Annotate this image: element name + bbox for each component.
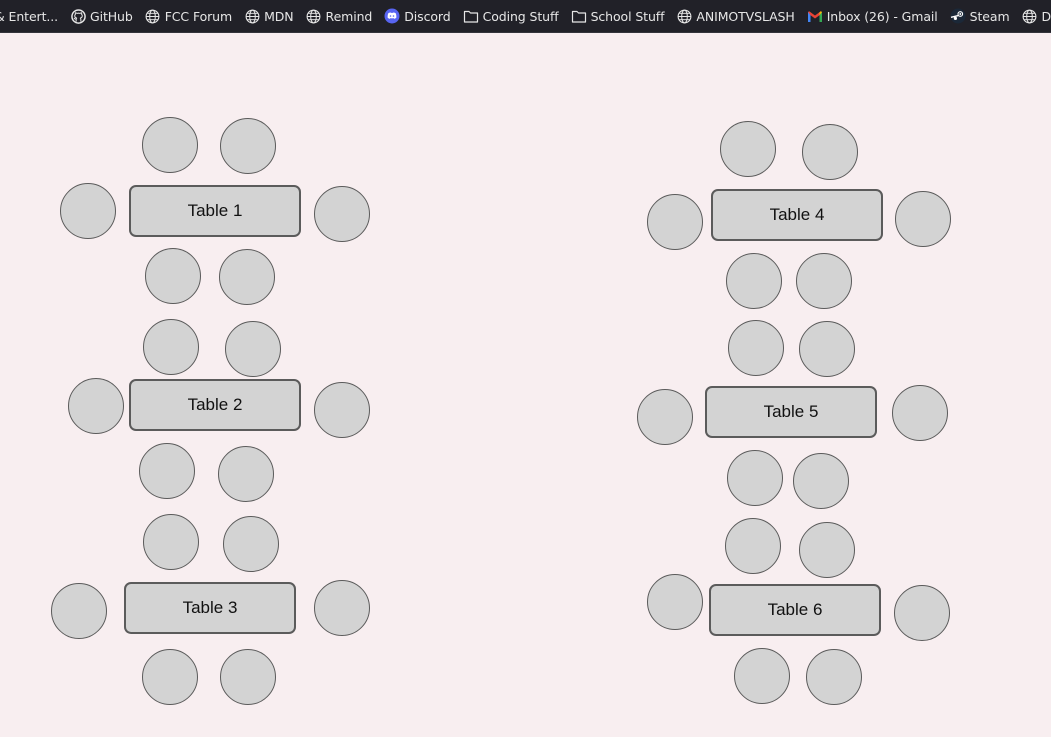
seat[interactable] [637,389,693,445]
bookmark-label: Inbox (26) - Gmail [826,8,938,24]
table-6[interactable]: Table 6 [709,584,881,636]
table-label: Table 5 [763,402,819,421]
table-3[interactable]: Table 3 [124,582,296,634]
bookmark-github[interactable]: GitHub [65,0,140,32]
bookmark-discord[interactable]: Discord [379,0,457,32]
bookmark-gmail[interactable]: Inbox (26) - Gmail [802,0,945,32]
seat[interactable] [799,321,855,377]
globe-icon [676,8,692,24]
seat[interactable] [806,649,862,705]
folder-icon [463,8,479,24]
bookmark-mdn[interactable]: MDN [239,0,300,32]
seat[interactable] [793,453,849,509]
seat[interactable] [725,518,781,574]
seat[interactable] [142,117,198,173]
table-label: Table 6 [767,600,823,619]
seat[interactable] [796,253,852,309]
discord-icon [384,8,400,24]
seat[interactable] [727,450,783,506]
table-label: Table 1 [187,201,243,220]
globe-icon [145,8,161,24]
bookmark-label: School Stuff [590,8,665,24]
seat[interactable] [142,649,198,705]
globe-icon [1022,8,1038,24]
seat[interactable] [143,514,199,570]
seat[interactable] [802,124,858,180]
seat[interactable] [219,249,275,305]
seat[interactable] [145,248,201,304]
seat[interactable] [223,516,279,572]
seat[interactable] [799,522,855,578]
table-label: Table 2 [187,395,243,414]
bookmark-coding-stuff-folder[interactable]: Coding Stuff [458,0,566,32]
bookmark-codecademy-dashboard[interactable]: Dashboard | Codecademy [1017,0,1051,32]
seat[interactable] [647,574,703,630]
bookmark-label: GitHub [90,8,133,24]
bookmark-animotvslash[interactable]: ANIMOTVSLASH [671,0,801,32]
table-1[interactable]: Table 1 [129,185,301,237]
seat[interactable] [314,186,370,242]
seat[interactable] [225,321,281,377]
seat[interactable] [895,191,951,247]
bookmark-label: Steam [969,8,1010,24]
table-2[interactable]: Table 2 [129,379,301,431]
seat[interactable] [218,446,274,502]
seat[interactable] [647,194,703,250]
seat[interactable] [894,585,950,641]
bookmark-label: Dashboard | Codecademy [1041,8,1051,24]
table-label: Table 3 [182,598,238,617]
bookmark-entertainment-folder[interactable]: & Entert... [0,0,65,32]
bookmark-remind[interactable]: Remind [301,0,380,32]
seat[interactable] [728,320,784,376]
gmail-icon [807,8,823,24]
bookmark-label: Remind [325,8,373,24]
bookmark-label: & Entert... [0,8,58,24]
bookmark-label: MDN [264,8,294,24]
seat[interactable] [720,121,776,177]
table-label: Table 4 [769,205,825,224]
seat[interactable] [143,319,199,375]
bookmark-label: Coding Stuff [482,8,559,24]
github-icon [70,8,86,24]
seat[interactable] [68,378,124,434]
bookmark-school-stuff-folder[interactable]: School Stuff [566,0,672,32]
bookmark-steam[interactable]: Steam [945,0,1017,32]
seat[interactable] [892,385,948,441]
table-5[interactable]: Table 5 [705,386,877,438]
bookmark-label: Discord [404,8,451,24]
seat[interactable] [51,583,107,639]
seat[interactable] [220,649,276,705]
bookmark-label: FCC Forum [164,8,233,24]
seat[interactable] [60,183,116,239]
table-4[interactable]: Table 4 [711,189,883,241]
seating-floor: Table 1 Table 2 Table 3 Table 4 Table 5 [0,33,1051,737]
globe-icon [244,8,260,24]
steam-icon [950,8,966,24]
bookmark-fcc-forum[interactable]: FCC Forum [140,0,239,32]
seat[interactable] [726,253,782,309]
bookmark-label: ANIMOTVSLASH [696,8,795,24]
seat[interactable] [314,382,370,438]
seat[interactable] [220,118,276,174]
globe-icon [306,8,322,24]
seat[interactable] [139,443,195,499]
seat[interactable] [734,648,790,704]
seat[interactable] [314,580,370,636]
bookmarks-bar: & Entert... GitHub FCC Forum MDN Remind … [0,0,1051,33]
folder-icon [571,8,587,24]
